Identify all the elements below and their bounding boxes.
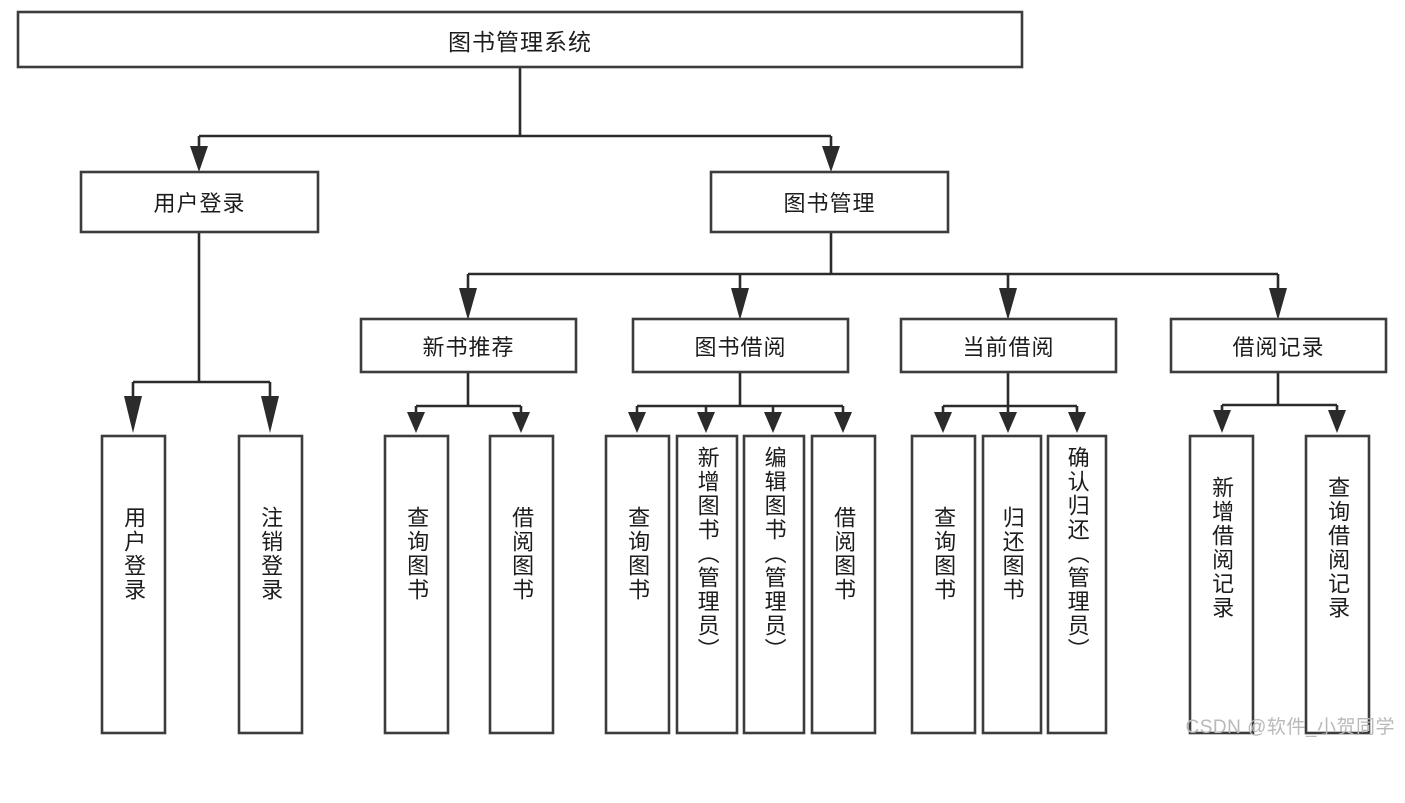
node-leaf-add-book-box[interactable] xyxy=(675,434,739,735)
connector-group-new-book-recommend xyxy=(407,372,530,433)
watermark-text: CSDN @软件_小贺同学 xyxy=(1185,717,1395,738)
connector-group-user-login xyxy=(124,232,279,433)
arrow-to-current-borrow-icon xyxy=(999,288,1017,320)
node-book-borrow-box[interactable] xyxy=(631,317,850,374)
arrow-to-user-login-icon xyxy=(190,146,208,172)
arrow-leaf-add-book-icon xyxy=(697,412,715,433)
node-leaf-edit-book-box[interactable] xyxy=(742,434,806,735)
connector-group-book-manage xyxy=(459,232,1287,320)
arrow-to-book-manage-icon xyxy=(822,146,840,172)
connector-group-root xyxy=(190,67,840,172)
arrow-to-book-borrow-icon xyxy=(731,288,749,320)
arrow-leaf-query-book-3-icon xyxy=(934,412,952,433)
arrow-to-new-book-recommend-icon xyxy=(459,288,477,320)
diagram-canvas: 图书管理系统 用户登录 图书管理 新书推荐 图书借阅 当前借阅 借阅记录 用户登… xyxy=(16,10,1395,738)
node-leaf-return-book-box[interactable] xyxy=(981,434,1043,735)
node-leaf-query-book-1-box[interactable] xyxy=(383,434,450,735)
node-current-borrow-box[interactable] xyxy=(899,317,1118,374)
arrow-to-borrow-record-icon xyxy=(1269,288,1287,320)
node-leaf-borrow-book-1-box[interactable] xyxy=(488,434,555,735)
node-leaf-query-book-2-box[interactable] xyxy=(604,434,671,735)
node-leaf-query-record-box[interactable] xyxy=(1304,434,1371,735)
arrow-leaf-user-login-icon xyxy=(124,396,142,433)
node-user-login-box[interactable] xyxy=(79,170,320,234)
node-borrow-record-box[interactable] xyxy=(1169,317,1388,374)
node-leaf-logout-login-box[interactable] xyxy=(237,434,304,735)
node-root-box[interactable] xyxy=(16,10,1024,69)
arrow-leaf-confirm-return-icon xyxy=(1068,412,1086,433)
node-leaf-borrow-book-2-box[interactable] xyxy=(810,434,877,735)
arrow-leaf-return-book-icon xyxy=(999,412,1017,433)
arrow-leaf-query-book-1-icon xyxy=(407,412,425,433)
connector-group-book-borrow xyxy=(628,372,852,433)
node-leaf-user-login-box[interactable] xyxy=(100,434,167,735)
node-new-book-recommend-box[interactable] xyxy=(359,317,578,374)
arrow-leaf-query-record-icon xyxy=(1328,410,1346,433)
node-book-manage-box[interactable] xyxy=(709,170,950,234)
connector-group-current-borrow xyxy=(934,372,1086,433)
node-leaf-confirm-return-box[interactable] xyxy=(1046,434,1108,735)
arrow-leaf-logout-login-icon xyxy=(261,396,279,433)
connector-group-borrow-record xyxy=(1213,372,1346,433)
arrow-leaf-edit-book-icon xyxy=(764,412,782,433)
arrow-leaf-add-record-icon xyxy=(1213,410,1231,433)
node-leaf-query-book-3-box[interactable] xyxy=(910,434,977,735)
arrow-leaf-borrow-book-2-icon xyxy=(834,412,852,433)
diagram-svg xyxy=(16,10,1388,735)
arrow-leaf-query-book-2-icon xyxy=(628,412,646,433)
node-leaf-add-record-box[interactable] xyxy=(1188,434,1255,735)
arrow-leaf-borrow-book-1-icon xyxy=(512,412,530,433)
